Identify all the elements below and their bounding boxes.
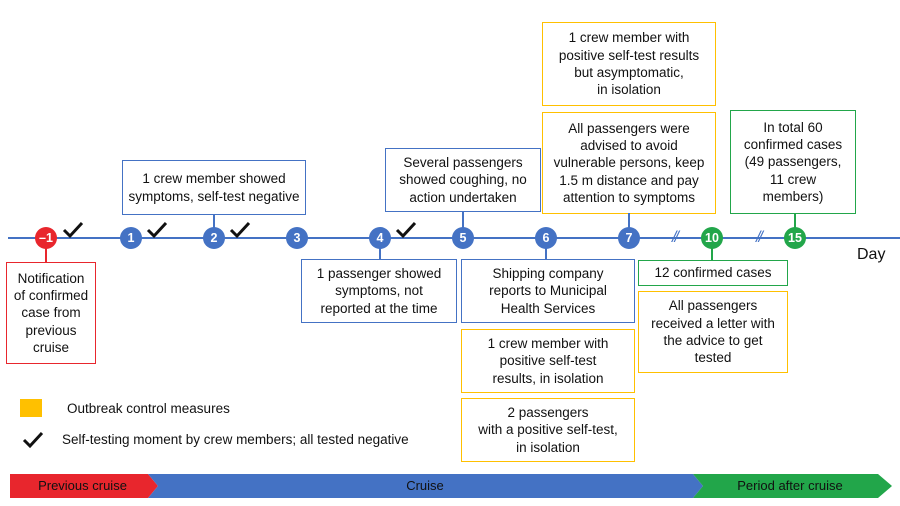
crew-positive-day6-text: 1 crew member with positive self-test re… — [487, 336, 609, 386]
advice-passengers-text: All passengers were advised to avoid vul… — [553, 120, 705, 205]
day-marker-minus1: –1 — [35, 227, 57, 249]
crew-asymptomatic-text: 1 crew member with positive self-test re… — [558, 30, 700, 98]
connector-day2 — [213, 214, 215, 228]
day-marker-7: 7 — [618, 227, 640, 249]
connector-day5 — [462, 211, 464, 228]
day-marker-4: 4 — [369, 227, 391, 249]
axis-label-day: Day — [857, 246, 886, 263]
phase-previous-shape — [10, 474, 158, 498]
passengers-positive-text: 2 passengers with a positive self-test, … — [478, 405, 618, 455]
connector-day4 — [379, 248, 381, 260]
phase-previous-label: Previous cruise — [38, 478, 127, 493]
confirmed-12-text: 12 confirmed cases — [654, 265, 772, 281]
legend-measures-label: Outbreak control measures — [67, 401, 230, 416]
crew-positive-day6-box: 1 crew member with positive self-test re… — [461, 329, 635, 393]
total-60-text: In total 60 confirmed cases (49 passenge… — [743, 119, 843, 204]
connector-day7 — [628, 213, 630, 228]
phase-after-shape — [693, 474, 892, 498]
connector-day6 — [545, 248, 547, 260]
notification-box: Notification of confirmed case from prev… — [6, 262, 96, 364]
check-icon-day4 — [395, 221, 417, 239]
connector-day-minus1 — [45, 248, 47, 262]
axis-break-1: // — [672, 229, 679, 246]
day-marker-15: 15 — [784, 227, 806, 249]
legend-self-testing-label: Self-testing moment by crew members; all… — [62, 432, 409, 447]
total-60-box: In total 60 confirmed cases (49 passenge… — [730, 110, 856, 214]
shipping-company-box: Shipping company reports to Municipal He… — [461, 259, 635, 323]
phase-cruise-label: Cruise — [406, 478, 444, 493]
letter-text: All passengers received a letter with th… — [651, 298, 775, 366]
passengers-positive-box: 2 passengers with a positive self-test, … — [461, 398, 635, 462]
shipping-company-text: Shipping company reports to Municipal He… — [489, 266, 607, 316]
connector-day10 — [711, 248, 713, 260]
passenger-symptoms-box: 1 passenger showed symptoms, not reporte… — [301, 259, 457, 323]
passengers-coughing-box: Several passengers showed coughing, no a… — [385, 148, 541, 212]
check-icon-day1 — [146, 221, 168, 239]
phase-band — [10, 474, 892, 498]
notification-text: Notification of confirmed case from prev… — [13, 270, 89, 355]
day-marker-2: 2 — [203, 227, 225, 249]
check-icon-day2 — [229, 221, 251, 239]
connector-day15 — [794, 213, 796, 228]
legend-swatch-measures — [20, 399, 42, 417]
check-icon-legend — [22, 431, 44, 449]
day-marker-3: 3 — [286, 227, 308, 249]
phase-after-label: Period after cruise — [737, 478, 843, 493]
crew-symptoms-box: 1 crew member showed symptoms, self-test… — [122, 160, 306, 215]
phase-cruise-shape — [148, 474, 703, 498]
check-icon-day-minus1 — [62, 221, 84, 239]
crew-asymptomatic-box: 1 crew member with positive self-test re… — [542, 22, 716, 106]
confirmed-12-box: 12 confirmed cases — [638, 260, 788, 286]
passengers-coughing-text: Several passengers showed coughing, no a… — [399, 155, 527, 205]
day-marker-5: 5 — [452, 227, 474, 249]
day-marker-10: 10 — [701, 227, 723, 249]
axis-break-2: // — [756, 229, 763, 246]
advice-passengers-box: All passengers were advised to avoid vul… — [542, 112, 716, 214]
passenger-symptoms-text: 1 passenger showed symptoms, not reporte… — [316, 266, 442, 316]
day-marker-1: 1 — [120, 227, 142, 249]
letter-box: All passengers received a letter with th… — [638, 291, 788, 373]
day-marker-6: 6 — [535, 227, 557, 249]
crew-symptoms-text: 1 crew member showed symptoms, self-test… — [128, 171, 300, 204]
